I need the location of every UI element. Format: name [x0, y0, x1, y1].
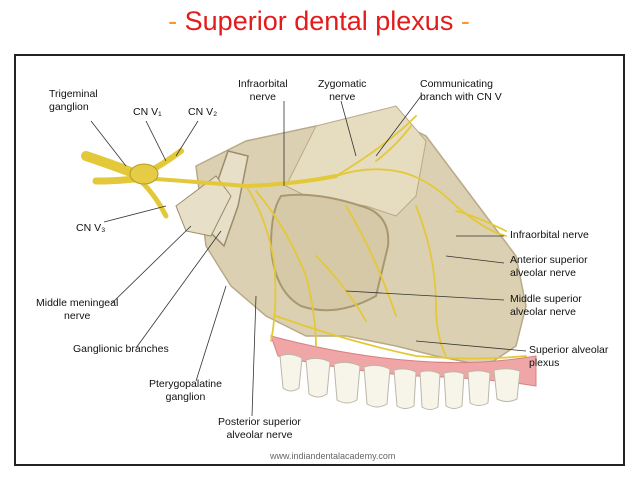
title-text: Superior dental plexus: [184, 6, 454, 36]
label-communicating-branch: Communicating branch with CN V: [420, 78, 502, 104]
label-text: Middle superior alveolar nerve: [510, 293, 582, 318]
label-infraorbital-nerve-right: Infraorbital nerve: [510, 229, 589, 241]
teeth: [279, 353, 521, 410]
label-cn-v1: CN V₁: [133, 106, 162, 118]
slide-title: - Superior dental plexus -: [0, 4, 638, 38]
label-superior-alveolar-plexus: Superior alveolar plexus: [529, 344, 608, 370]
label-text: Superior alveolar plexus: [529, 344, 609, 369]
label-pterygopalatine-ganglion: Pterygopalatine ganglion: [149, 378, 222, 404]
label-infraorbital-nerve-top: Infraorbital nerve: [238, 78, 288, 104]
label-cn-v3: CN V₃: [76, 222, 106, 234]
title-dash-left: -: [168, 6, 185, 36]
label-text: Middle meningeal nerve: [36, 297, 119, 322]
label-text: Infraorbital nerve: [238, 78, 288, 103]
label-anterior-superior-alveolar: Anterior superior alveolar nerve: [510, 254, 588, 280]
label-text: Pterygopalatine ganglion: [149, 378, 222, 403]
label-text: Anterior superior alveolar nerve: [510, 254, 588, 279]
anatomy-figure: Trigeminal ganglion CN V₁ CN V₂ CN V₃ In…: [14, 54, 625, 466]
label-posterior-superior-alveolar: Posterior superior alveolar nerve: [218, 416, 301, 442]
orbit-rim: [285, 105, 427, 217]
label-zygomatic-nerve: Zygomatic nerve: [318, 78, 366, 104]
watermark: www.indiandentalacademy.com: [270, 451, 396, 461]
nerve-branches: [245, 115, 527, 360]
skull-illustration: [81, 95, 537, 417]
label-leader-lines: [90, 95, 527, 417]
label-trigeminal-ganglion: Trigeminal ganglion: [49, 88, 98, 114]
label-middle-superior-alveolar: Middle superior alveolar nerve: [510, 293, 582, 319]
label-text: Posterior superior alveolar nerve: [218, 416, 301, 441]
label-ganglionic-branches: Ganglionic branches: [73, 343, 169, 355]
label-text: Trigeminal ganglion: [49, 88, 98, 113]
label-cn-v2: CN V₂: [188, 106, 218, 118]
title-dash-right: -: [453, 6, 470, 36]
label-text: Communicating branch with CN V: [420, 78, 502, 103]
trigeminal-ganglion-shape: [129, 163, 159, 185]
label-text: Zygomatic nerve: [318, 78, 367, 103]
label-middle-meningeal-nerve: Middle meningeal nerve: [36, 297, 118, 323]
sphenoid-bone: [175, 175, 232, 237]
